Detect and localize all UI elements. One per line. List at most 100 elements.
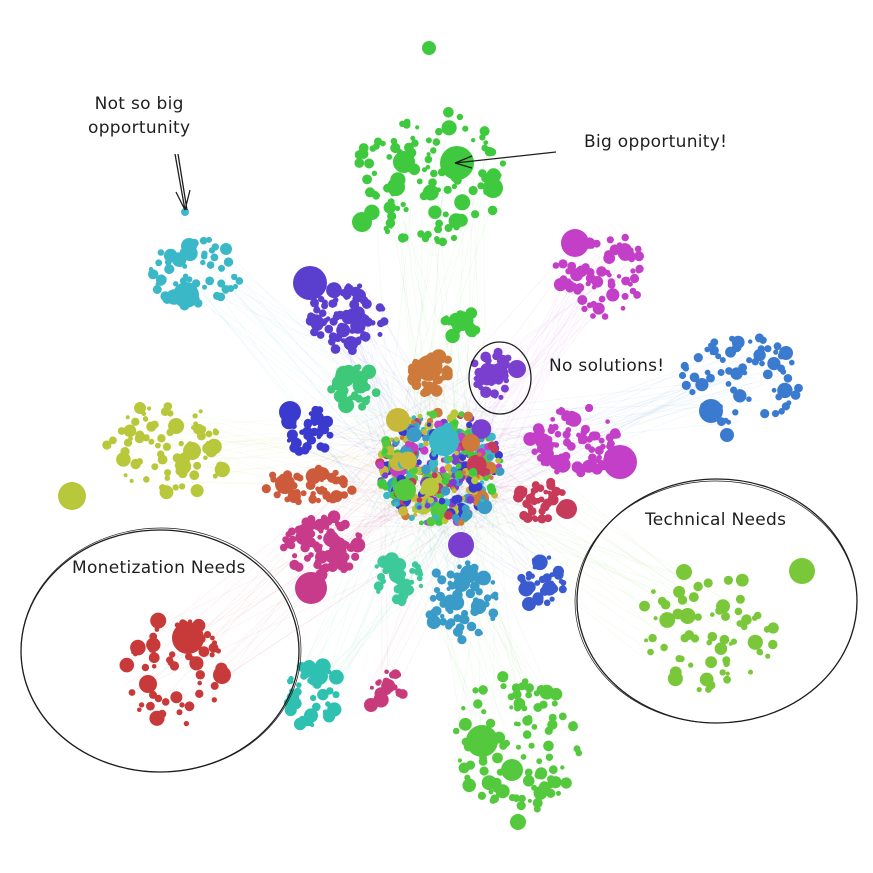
yellowgreen-edge <box>456 420 689 654</box>
blue-right-node <box>704 346 711 353</box>
red-node <box>141 663 150 672</box>
core-node <box>495 457 501 464</box>
indigo-node <box>316 331 325 339</box>
red-node <box>150 612 167 629</box>
yellowgreen-node <box>703 578 713 588</box>
green-top-node <box>388 224 393 229</box>
core-node <box>404 440 412 448</box>
steel-node <box>446 570 455 579</box>
steel-node <box>433 587 441 594</box>
teal-node <box>329 669 344 685</box>
lime-bottom-node <box>525 691 533 699</box>
lime-bottom-edge <box>423 493 569 766</box>
cyan-node <box>182 273 189 279</box>
teal-node <box>322 709 327 714</box>
pink-node <box>355 532 361 538</box>
rust-node <box>310 491 316 497</box>
olive-node <box>125 415 130 420</box>
indigo-node <box>318 309 327 318</box>
core-node <box>496 467 505 476</box>
green-top-node <box>403 206 409 213</box>
lime-bottom-node <box>548 713 557 722</box>
olive-node <box>102 440 112 450</box>
rust-node <box>273 491 281 499</box>
lime-bottom-edge <box>466 491 534 757</box>
green-top-node <box>371 190 379 198</box>
olive-node <box>160 407 170 417</box>
core-node <box>382 484 389 491</box>
steel-node <box>454 590 461 597</box>
lime-bottom-node <box>524 768 533 777</box>
olive-node <box>177 468 188 479</box>
royal-node <box>299 429 305 436</box>
indigo-node <box>356 336 362 342</box>
seagreen-node <box>355 370 365 380</box>
mint-edge <box>413 516 451 560</box>
rust-node <box>315 497 321 504</box>
magenta-right-node <box>585 403 594 413</box>
indigo-node <box>313 306 321 314</box>
cyan-edge <box>196 275 455 439</box>
yellowgreen-node <box>699 672 714 687</box>
rust-node <box>340 480 348 489</box>
lime-bottom-node <box>525 715 533 722</box>
cyan-hub-node <box>173 282 199 308</box>
lime-bottom-edge <box>448 485 557 761</box>
yellowgreen-node <box>644 638 649 643</box>
core-node <box>428 458 439 469</box>
olive-hub-node <box>183 442 201 460</box>
core-node <box>449 478 457 487</box>
rose-edge <box>383 476 389 675</box>
navy-node <box>533 596 544 606</box>
steel-node <box>453 614 462 623</box>
steel-node <box>457 635 467 645</box>
teal-edge <box>323 474 500 678</box>
steel-node <box>470 581 480 592</box>
red-edge <box>212 472 414 669</box>
lime-bottom-node <box>497 671 509 683</box>
cyan-node <box>202 284 207 290</box>
mint-node <box>384 554 394 564</box>
magenta-top-node <box>617 243 632 258</box>
cyan-node <box>160 291 171 302</box>
pink-node <box>294 562 304 572</box>
seagreen-hub-node <box>335 367 355 387</box>
violet-node <box>480 386 492 398</box>
core-node <box>466 495 475 504</box>
olive-node <box>162 442 171 451</box>
core-hub-node <box>462 434 480 452</box>
red-node <box>154 714 159 719</box>
blue-right-edge <box>457 378 768 462</box>
core-node <box>426 516 436 527</box>
lime-bottom-node <box>479 766 489 776</box>
core-node <box>458 411 465 418</box>
steel-node <box>446 618 456 628</box>
seagreen-node <box>327 385 336 394</box>
green-top-node <box>448 213 464 229</box>
pink-node <box>351 552 360 561</box>
steel-node <box>490 580 496 585</box>
violet-node <box>478 384 484 391</box>
red-node <box>138 702 145 708</box>
blue-right-node <box>725 381 732 387</box>
core-node <box>463 411 474 422</box>
magenta-top-node <box>585 268 595 277</box>
cyan-node <box>218 264 225 272</box>
pink-node <box>290 561 295 566</box>
olive-node <box>212 473 218 479</box>
green-top-node <box>471 138 476 143</box>
pink-node <box>335 537 345 547</box>
core-node <box>411 419 416 425</box>
lime-bottom-node <box>508 794 517 802</box>
orange-node <box>435 352 442 359</box>
indigo-edge <box>372 316 462 504</box>
magenta-top-edge <box>489 258 606 471</box>
core-node <box>454 470 464 480</box>
blue-right-hub-node <box>779 346 793 360</box>
core-node <box>398 506 408 516</box>
pink-edge <box>299 457 396 545</box>
magenta-top-node <box>558 259 568 269</box>
navy-node <box>534 554 544 564</box>
blue-right-node <box>764 345 772 353</box>
green-top-node <box>386 154 393 160</box>
